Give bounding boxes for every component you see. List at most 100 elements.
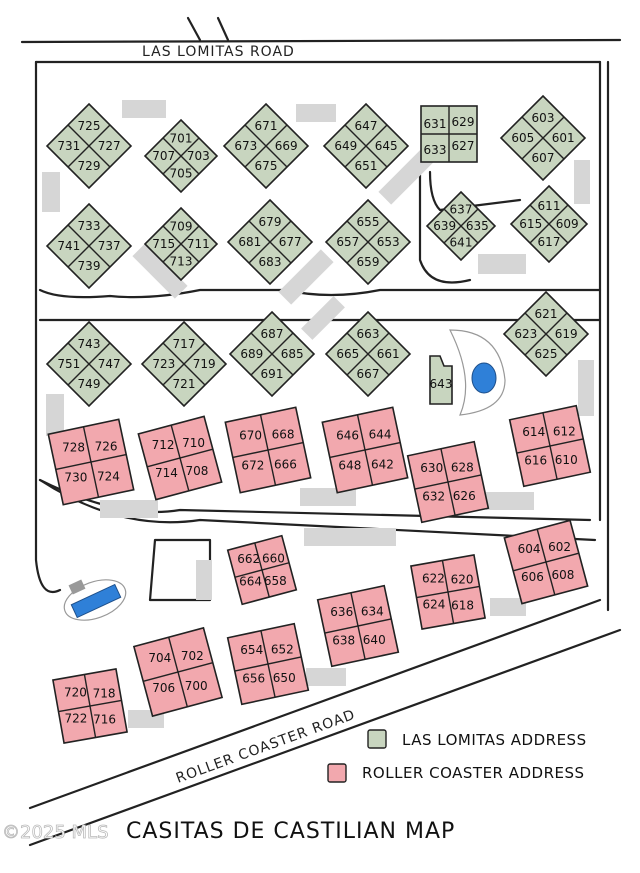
unit-label: 656 — [242, 671, 265, 685]
unit-643-label: 643 — [430, 377, 453, 391]
unit-label: 719 — [193, 357, 216, 371]
unit-label: 625 — [535, 347, 558, 361]
parking-area — [42, 172, 60, 212]
unit-label: 722 — [65, 712, 88, 726]
legend-swatch-green — [367, 729, 387, 749]
unit-label: 711 — [187, 237, 210, 251]
parking-area — [478, 254, 526, 274]
pool — [63, 579, 127, 621]
unit-label: 675 — [255, 159, 278, 173]
unit-label: 653 — [377, 235, 400, 249]
unit-label: 652 — [271, 643, 294, 657]
unit-label: 637 — [450, 203, 473, 217]
unit-label: 659 — [357, 255, 380, 269]
unit-label: 638 — [332, 633, 355, 647]
unit-label: 743 — [78, 337, 101, 351]
parking-area — [578, 360, 594, 416]
unit-label: 621 — [535, 307, 558, 321]
legend: LAS LOMITAS ADDRESS ROLLER COASTER ADDRE… — [327, 729, 586, 783]
unit-label: 705 — [170, 166, 193, 180]
unit-label: 730 — [64, 470, 87, 484]
unit-label: 713 — [170, 254, 193, 268]
parking-area — [100, 500, 158, 518]
unit-label: 603 — [532, 111, 555, 125]
unit-label: 749 — [78, 377, 101, 391]
unit-label: 729 — [78, 159, 101, 173]
parking-area — [132, 243, 188, 299]
unit-label: 724 — [97, 470, 120, 484]
unit-label: 672 — [241, 458, 264, 472]
unit-label: 628 — [451, 461, 474, 475]
unit-label: 726 — [95, 440, 118, 454]
unit-label: 609 — [556, 217, 579, 231]
unit-label: 733 — [78, 219, 101, 233]
unit-label: 657 — [336, 235, 359, 249]
unit-label: 660 — [262, 552, 285, 566]
unit-label: 605 — [511, 131, 534, 145]
parking-area — [306, 668, 346, 686]
parking-area — [196, 560, 212, 600]
unit-label: 714 — [155, 466, 178, 480]
parking-area — [46, 394, 64, 436]
unit-label: 700 — [185, 679, 208, 693]
unit-label: 673 — [234, 139, 257, 153]
unit-label: 629 — [452, 115, 475, 129]
las-lomitas-buildings: 7257277297317017037057076716696756736476… — [45, 94, 590, 408]
unit-label: 641 — [450, 235, 473, 249]
unit-label: 671 — [255, 119, 278, 133]
unit-label: 720 — [64, 685, 87, 699]
unit-label: 636 — [330, 605, 353, 619]
unit-label: 662 — [237, 552, 260, 566]
unit-label: 708 — [186, 464, 209, 478]
unit-label: 661 — [377, 347, 400, 361]
parking-area — [304, 528, 396, 546]
las-lomitas-road-label: LAS LOMITAS ROAD — [142, 44, 295, 60]
unit-label: 612 — [553, 425, 576, 439]
unit-label: 632 — [422, 489, 445, 503]
legend-label-pink: ROLLER COASTER ADDRESS — [362, 764, 585, 782]
unit-label: 683 — [259, 255, 282, 269]
unit-label: 731 — [57, 139, 80, 153]
unit-label: 704 — [148, 651, 171, 665]
parking-area — [574, 160, 590, 204]
unit-label: 606 — [521, 570, 544, 584]
unit-label: 608 — [552, 568, 575, 582]
unit-label: 635 — [466, 219, 489, 233]
unit-label: 650 — [273, 671, 296, 685]
unit-label: 617 — [538, 235, 561, 249]
parking-areas — [42, 100, 594, 728]
unit-643[interactable]: 643 — [429, 355, 453, 405]
